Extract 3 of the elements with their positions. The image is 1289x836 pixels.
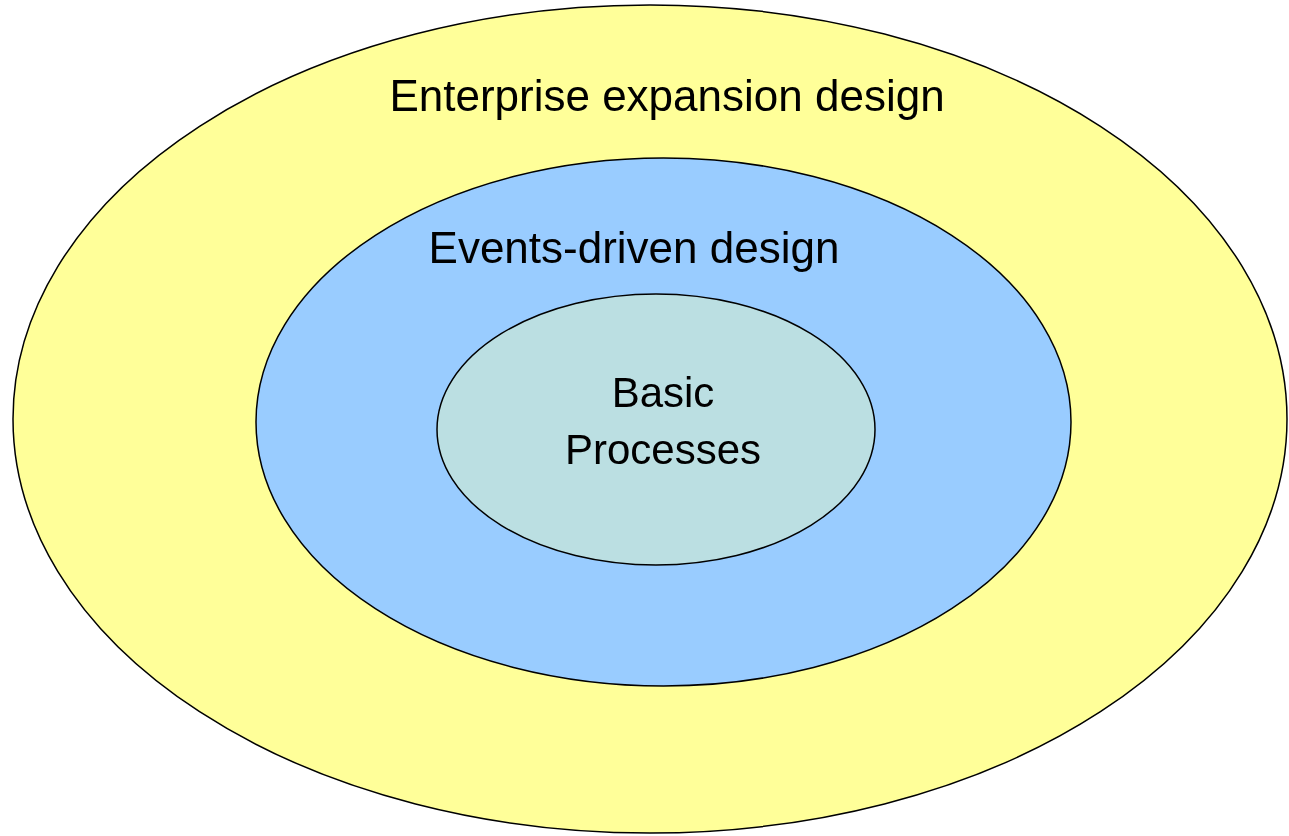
ring-label: Enterprise expansion design: [388, 70, 946, 122]
ring-label: Events-driven design: [427, 222, 841, 274]
ring-label: Basic Processes: [563, 368, 763, 475]
